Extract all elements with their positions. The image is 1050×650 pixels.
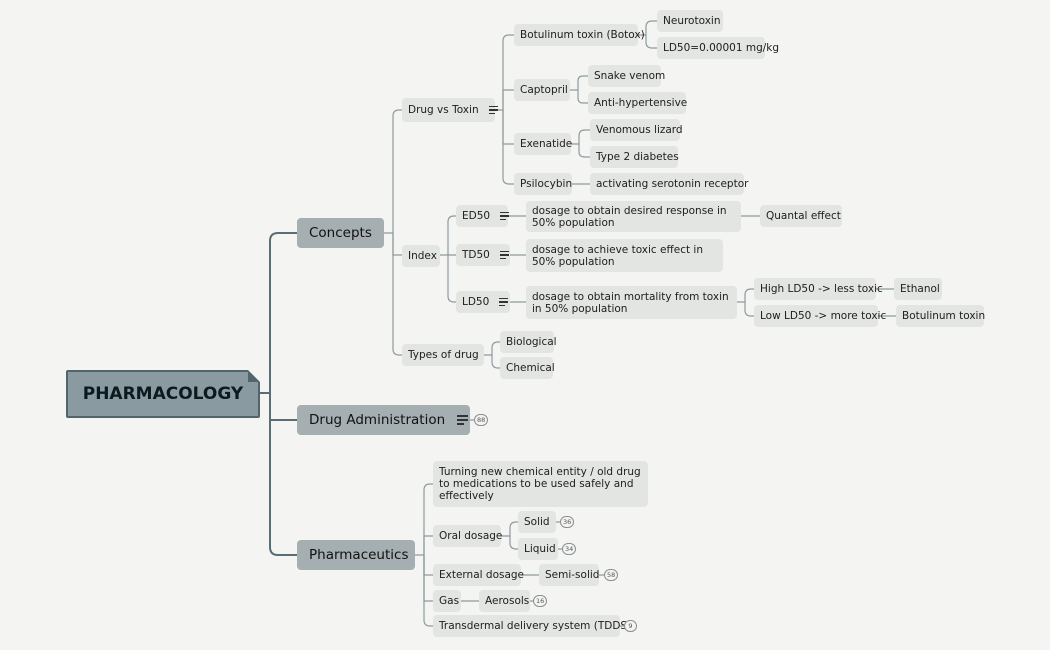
topic-label: Psilocybin [520,178,573,190]
branch-concepts[interactable]: Concepts [297,218,384,248]
topic-label: Ethanol [900,283,940,295]
collapsed-count-badge[interactable]: 34 [562,543,577,555]
topic-quantal-effect[interactable]: Quantal effect [760,205,842,227]
topic-snake-venom[interactable]: Snake venom [588,65,665,87]
topic-label: Turning new chemical entity / old drug t… [439,466,641,502]
topic-anti-hypertensive[interactable]: Anti-hypertensive [588,92,688,114]
branch-pharmaceutics[interactable]: Pharmaceutics [297,540,415,570]
topic-label: Chemical [506,362,555,374]
root-connectors [259,232,298,556]
branch-drug-administration[interactable]: Drug Administration [297,405,470,435]
topic-label: dosage to obtain mortality from toxin in… [532,290,729,315]
topic-label: Captopril [520,84,568,96]
topic-tdds[interactable]: Transdermal delivery system (TDDS) [433,615,631,637]
topic-chemical[interactable]: Chemical [500,357,555,379]
topic-index[interactable]: Index [402,245,440,267]
collapsed-count-badge[interactable]: 16 [533,595,548,607]
branch-connectors [383,20,897,627]
topic-label: Oral dosage [439,530,503,542]
topic-label: Snake venom [594,70,666,82]
topic-psilocybin[interactable]: Psilocybin [514,173,572,195]
topic-exenatide[interactable]: Exenatide [514,133,573,155]
corner-fold-icon [248,370,260,382]
root-topic[interactable]: PHARMACOLOGY [66,370,260,418]
topic-label: Botulinum toxin (Botox) [520,29,645,41]
topic-gas[interactable]: Gas [433,590,461,612]
note-icon[interactable] [457,415,469,425]
topic-label: activating serotonin receptor [596,178,749,190]
topic-label: Semi-solid [545,569,600,581]
topic-drug-vs-toxin[interactable]: Drug vs Toxin [402,98,498,122]
topic-td50-description[interactable]: dosage to achieve toxic effect in 50% po… [526,239,723,272]
branch-pharmaceutics-label: Pharmaceutics [309,547,409,563]
topic-captopril[interactable]: Captopril [514,79,570,101]
topic-ethanol[interactable]: Ethanol [894,278,942,300]
topic-label: Type 2 diabetes [596,151,679,163]
topic-pharmaceutics-definition[interactable]: Turning new chemical entity / old drug t… [433,461,648,507]
topic-label: dosage to obtain desired response in 50%… [532,204,727,229]
topic-botox[interactable]: Botulinum toxin (Botox) [514,24,645,46]
topic-label: Types of drug [408,349,479,361]
topic-type2-diabetes[interactable]: Type 2 diabetes [590,146,679,168]
topic-liquid[interactable]: Liquid [518,538,558,560]
note-icon[interactable] [499,251,509,259]
topic-low-ld50[interactable]: Low LD50 -> more toxic [754,305,886,327]
topic-oral-dosage[interactable]: Oral dosage [433,525,503,547]
collapsed-count-badge[interactable]: 36 [560,516,575,528]
topic-ld50-description[interactable]: dosage to obtain mortality from toxin in… [526,286,737,319]
topic-label: Botulinum toxin [902,310,986,322]
topic-label: External dosage [439,569,525,581]
topic-venomous-lizard[interactable]: Venomous lizard [590,119,683,141]
topic-label: ED50 [462,210,491,222]
topic-biological[interactable]: Biological [500,331,557,353]
root-label: PHARMACOLOGY [82,384,244,404]
topic-solid[interactable]: Solid [518,511,556,533]
topic-label: Transdermal delivery system (TDDS) [439,620,632,632]
topic-ed50[interactable]: ED50 [456,205,510,227]
topic-label: High LD50 -> less toxic [760,283,883,295]
topic-label: Venomous lizard [596,124,683,136]
note-icon[interactable] [500,212,510,220]
topic-label: dosage to achieve toxic effect in 50% po… [532,243,703,268]
topic-external-dosage[interactable]: External dosage [433,564,525,586]
note-icon[interactable] [488,106,498,114]
topic-high-ld50[interactable]: High LD50 -> less toxic [754,278,883,300]
branch-concepts-label: Concepts [309,225,372,241]
collapsed-count-badge[interactable]: 88 [474,414,489,426]
collapsed-count-badge[interactable]: 9 [624,620,637,632]
topic-label: Index [408,250,437,262]
topic-ld50[interactable]: LD50 [456,291,510,313]
topic-ed50-description[interactable]: dosage to obtain desired response in 50%… [526,201,741,232]
topic-label: Neurotoxin [663,15,721,27]
topic-serotonin-receptor[interactable]: activating serotonin receptor [590,173,748,195]
topic-label: Exenatide [520,138,573,150]
topic-label: Anti-hypertensive [594,97,688,109]
topic-botulinum-toxin[interactable]: Botulinum toxin [896,305,986,327]
topic-types-of-drug[interactable]: Types of drug [402,344,484,366]
topic-label: Liquid [524,543,556,555]
topic-ld50-value[interactable]: LD50=0.00001 mg/kg [657,37,779,59]
topic-label: Drug vs Toxin [408,104,479,116]
topic-label: LD50 [462,296,490,308]
topic-aerosols[interactable]: Aerosols [479,590,530,612]
topic-semi-solid[interactable]: Semi-solid [539,564,599,586]
topic-label: Aerosols [485,595,530,607]
topic-label: TD50 [462,249,490,261]
topic-td50[interactable]: TD50 [456,244,510,266]
topic-label: LD50=0.00001 mg/kg [663,42,780,54]
collapsed-count-badge[interactable]: 58 [604,569,619,581]
topic-neurotoxin[interactable]: Neurotoxin [657,10,723,32]
topic-label: Solid [524,516,550,528]
topic-label: Quantal effect [766,210,841,222]
branch-drug-administration-label: Drug Administration [309,412,446,428]
topic-label: Gas [439,595,460,607]
topic-label: Biological [506,336,557,348]
note-icon[interactable] [499,298,509,306]
topic-label: Low LD50 -> more toxic [760,310,887,322]
